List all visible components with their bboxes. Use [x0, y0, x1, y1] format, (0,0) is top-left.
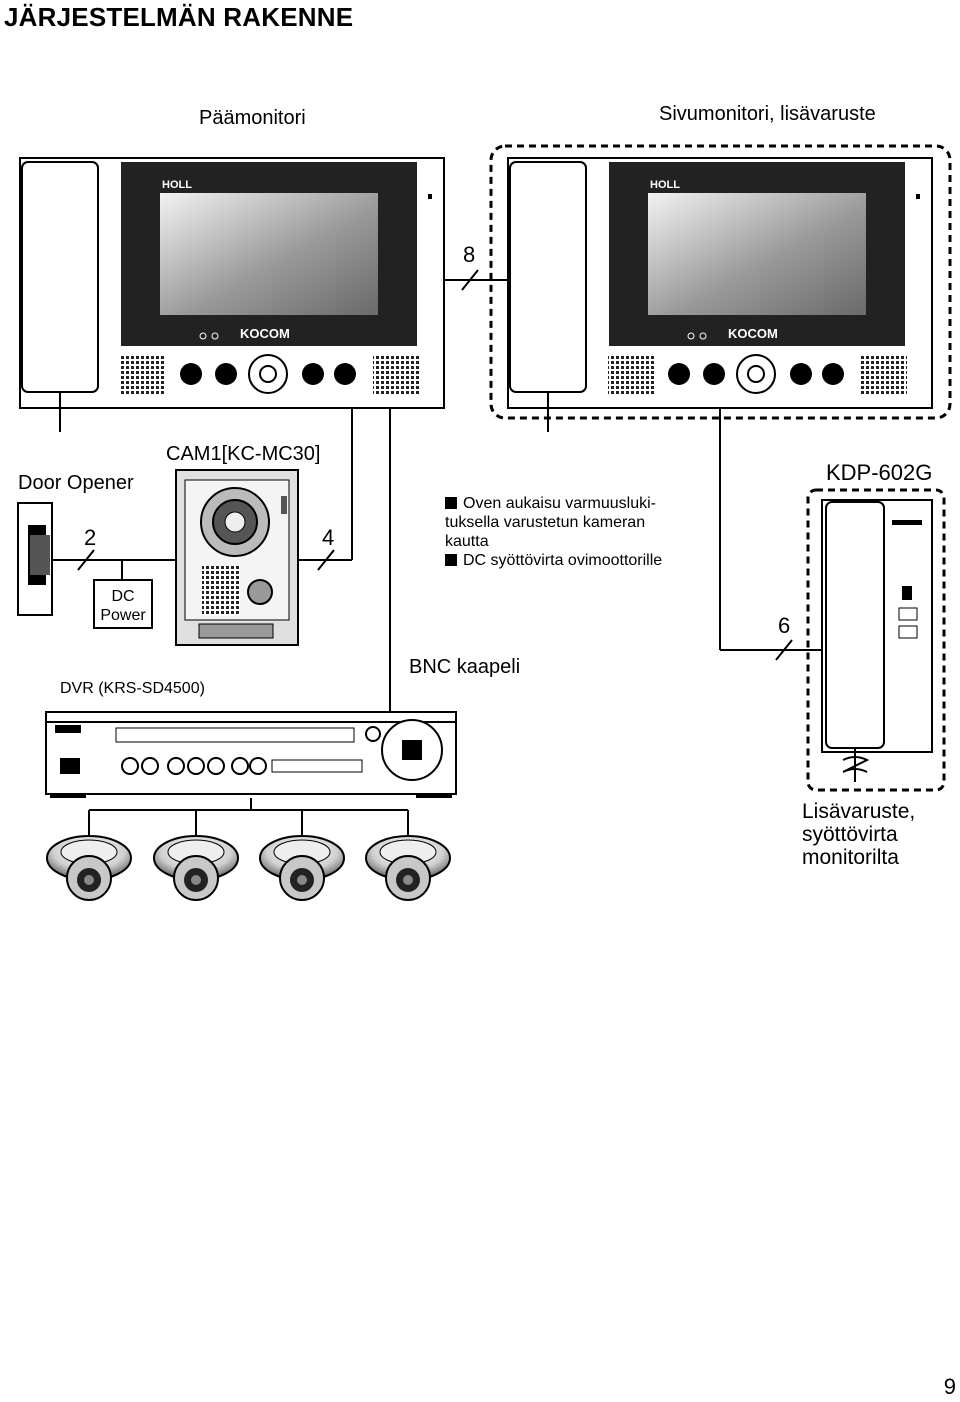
- monitor-button: [668, 363, 690, 385]
- speaker-grill: [120, 354, 166, 394]
- speaker-grill: [373, 354, 419, 394]
- note-item: DC syöttövirta ovimoottorille: [445, 551, 715, 570]
- monitor-button: [215, 363, 237, 385]
- wire-count-door-phone: 6: [778, 613, 790, 638]
- handset: [21, 161, 99, 393]
- page-title: JÄRJESTELMÄN RAKENNE: [4, 2, 354, 32]
- dc-power-label-1: DC: [111, 588, 134, 605]
- dc-power-icon: DC Power: [93, 579, 153, 629]
- door-opener-icon: [17, 502, 53, 616]
- feature-notes: Oven aukaisu varmuusluki- tuksella varus…: [445, 494, 715, 570]
- sub-monitor-label: Sivumonitori, lisävaruste: [659, 103, 876, 125]
- door-phone-icon: [821, 499, 933, 782]
- monitor-button: [334, 363, 356, 385]
- note-text: DC syöttövirta ovimoottorille: [463, 552, 663, 569]
- note-item: Oven aukaisu varmuusluki-: [445, 494, 715, 513]
- door-opener-label: Door Opener: [18, 472, 134, 494]
- dc-power-label-2: Power: [100, 607, 146, 624]
- monitor-screen: [160, 193, 378, 315]
- dvr-label: DVR (KRS-SD4500): [60, 680, 205, 697]
- main-monitor-label: Päämonitori: [199, 107, 306, 129]
- monitor-logo: HOLL: [162, 179, 192, 191]
- wire-count-camera: 4: [322, 525, 334, 550]
- note-text: tuksella varustetun kameran: [445, 514, 646, 531]
- door-camera: CAM1[KC-MC30]: [166, 443, 320, 646]
- page-number: 9: [943, 1374, 956, 1399]
- main-monitor: HOLL KOCOM: [19, 157, 445, 432]
- speaker-grill: [861, 354, 907, 394]
- dome-camera-icon: [259, 835, 345, 901]
- monitor-button: [822, 363, 844, 385]
- dvr-icon: [45, 711, 457, 798]
- monitor-button: [703, 363, 725, 385]
- accessory-note-line: syöttövirta: [802, 823, 898, 846]
- note-text: kautta: [445, 533, 489, 550]
- bnc-cable-label: BNC kaapeli: [409, 656, 521, 678]
- optional-accessory-outline: [806, 488, 946, 792]
- accessory-note-line: monitorilta: [802, 846, 899, 869]
- monitor-logo: HOLL: [650, 179, 680, 191]
- sub-monitor: HOLL KOCOM: [507, 157, 933, 432]
- call-button: [247, 579, 273, 605]
- note-text: Oven aukaisu varmuusluki-: [463, 495, 656, 512]
- monitor-button: [302, 363, 324, 385]
- wire-count-door-opener: 2: [84, 525, 96, 550]
- monitor-brand: KOCOM: [728, 326, 778, 341]
- monitor-brand: KOCOM: [240, 326, 290, 341]
- monitor-button: [180, 363, 202, 385]
- handset: [509, 161, 587, 393]
- monitor-button: [790, 363, 812, 385]
- camera-label: CAM1[KC-MC30]: [166, 443, 320, 465]
- bullet-icon: [445, 497, 457, 509]
- speaker-grill: [608, 354, 654, 394]
- accessory-note: Lisävaruste, syöttövirta monitorilta: [802, 800, 915, 869]
- accessory-note-line: Lisävaruste,: [802, 800, 916, 823]
- dome-camera-icon: [365, 835, 451, 901]
- wire-count-monitor-link: 8: [463, 242, 475, 267]
- dome-camera-icon: [46, 835, 132, 901]
- camera-speaker: [202, 566, 240, 616]
- door-phone-label: KDP-602G: [826, 460, 932, 485]
- bullet-icon: [445, 554, 457, 566]
- monitor-screen: [648, 193, 866, 315]
- dome-camera-icon: [153, 835, 239, 901]
